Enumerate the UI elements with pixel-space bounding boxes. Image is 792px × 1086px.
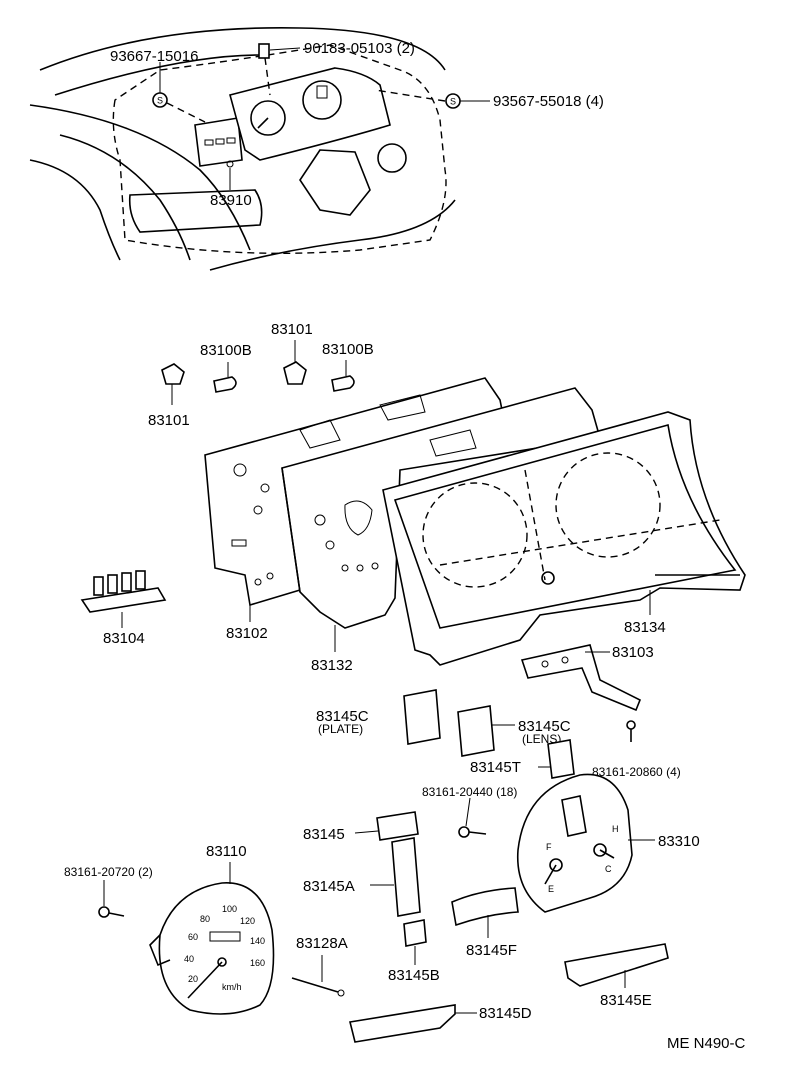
label-83161-20720: 83161-20720 (2): [64, 865, 153, 879]
connector-83104: [80, 570, 167, 628]
speedo-mark-80: 80: [200, 914, 210, 924]
dashboard-assembly: S S: [29, 27, 490, 271]
speedo-mark-100: 100: [222, 904, 237, 914]
speedo-mark-120: 120: [240, 916, 255, 926]
label-83134: 83134: [624, 619, 666, 636]
label-83145A: 83145A: [303, 878, 355, 895]
label-83145: 83145: [303, 826, 345, 843]
speedo-mark-160: 160: [250, 958, 265, 968]
diagram-code: ME N490-C: [667, 1035, 746, 1052]
screw-83161-20440: [458, 797, 487, 838]
label-83103: 83103: [612, 644, 654, 661]
pin-83128a: [291, 955, 345, 997]
label-83104: 83104: [103, 630, 145, 647]
lens-83145c: [457, 705, 495, 757]
label-93667-15016: 93667-15016: [110, 48, 198, 65]
label-83145E: 83145E: [600, 992, 652, 1009]
lens-83145t: [547, 739, 575, 779]
plate-83145c: [403, 689, 441, 745]
bulb-and-socket-parts: [161, 340, 355, 405]
label-83145B: 83145B: [388, 967, 440, 984]
speedometer-83110: 20 40 60 80 100 120 140 160 km/h: [149, 882, 275, 1015]
label-83101-top: 83101: [271, 321, 313, 338]
label-93567-55018: 93567-55018 (4): [493, 93, 604, 110]
label-83145D: 83145D: [479, 1005, 532, 1022]
label-83161-20860: 83161-20860 (4): [592, 765, 681, 779]
speedo-mark-20: 20: [188, 974, 198, 984]
screw-symbol-right: S: [450, 97, 456, 107]
label-83110: 83110: [206, 843, 247, 860]
combination-gauge-83310: F E H C: [516, 773, 633, 913]
label-plate-note: (PLATE): [318, 722, 363, 736]
label-83100B-left: 83100B: [200, 342, 252, 359]
combo-mark-e: E: [548, 884, 554, 894]
lens-83145b: [403, 919, 427, 965]
plate-83145a: [391, 837, 421, 917]
label-83145C-lens: 83145C: [518, 718, 571, 735]
screw-83161-20720: [98, 880, 125, 918]
label-83128A: 83128A: [296, 935, 348, 952]
cluster-stack: [204, 377, 746, 666]
combo-mark-c: C: [605, 864, 612, 874]
speedo-mark-40: 40: [184, 954, 194, 964]
label-83161-20440: 83161-20440 (18): [422, 785, 517, 799]
speedo-mark-140: 140: [250, 936, 265, 946]
screw-83161-20860: [626, 720, 636, 742]
label-lens-note: (LENS): [522, 732, 561, 746]
label-83145C-plate: 83145C: [316, 708, 369, 725]
plate-83145: [376, 811, 419, 841]
label-83100B-right: 83100B: [322, 341, 374, 358]
lens-83145e: [564, 943, 669, 988]
label-83132: 83132: [311, 657, 353, 674]
speedo-mark-60: 60: [188, 932, 198, 942]
combo-mark-f: F: [546, 842, 552, 852]
label-83145F: 83145F: [466, 942, 517, 959]
screw-symbol-left: S: [157, 96, 163, 106]
bracket-83103: [520, 644, 642, 712]
label-90183-05103: 90183-05103 (2): [304, 40, 415, 57]
combo-mark-h: H: [612, 824, 619, 834]
speedo-unit: km/h: [222, 982, 242, 992]
label-83310: 83310: [658, 833, 700, 850]
label-83910: 83910: [210, 192, 252, 209]
label-83102: 83102: [226, 625, 268, 642]
lens-83145d: [349, 1004, 477, 1043]
lens-83145f: [451, 887, 519, 938]
label-83145T: 83145T: [470, 759, 521, 776]
label-83101-left: 83101: [148, 412, 190, 429]
